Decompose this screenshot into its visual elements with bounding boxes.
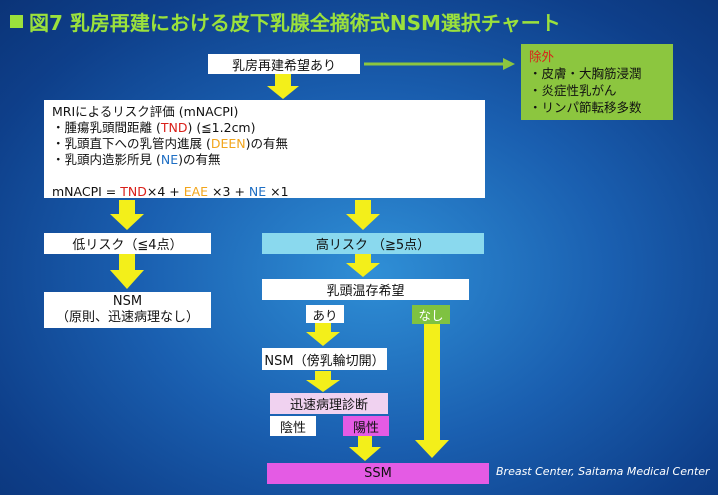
mri-evaluation-box: MRIによるリスク評価 (mNACPI) ・腫瘍乳頭間距離 (TND) (≦1.… — [44, 100, 485, 199]
arrow-nsm-to-path — [306, 371, 340, 392]
code-tnd: TND — [160, 120, 188, 135]
nsm-low-line2: （原則、迅速病理なし） — [55, 310, 199, 325]
positive-label: 陽性 — [343, 416, 389, 436]
mri-heading: MRIによるリスク評価 (mNACPI) — [52, 104, 239, 119]
rapid-pathology-node: 迅速病理診断 — [270, 393, 388, 414]
yes-label: あり — [306, 305, 344, 323]
nsm-low-risk-node: NSM （原則、迅速病理なし） — [44, 292, 211, 328]
mri-criterion-tnd: ・腫瘍乳頭間距離 (TND) (≦1.2cm) — [52, 120, 256, 135]
exclusion-heading: 除外 — [529, 49, 555, 64]
low-risk-node: 低リスク（≦4点） — [44, 233, 211, 254]
arrow-mri-to-high — [346, 200, 380, 230]
arrow-to-exclusion — [364, 58, 515, 70]
exclusion-item: ・皮膚・大胸筋浸潤 — [529, 66, 642, 81]
ssm-node: SSM — [267, 463, 489, 484]
mnacpi-formula: mNACPI = TND×4 + EAE ×3 + NE ×1 — [52, 184, 289, 199]
mri-criterion-deen: ・乳頭直下への乳管内進展 (DEEN)の有無 — [52, 136, 289, 151]
arrow-positive-to-ssm — [349, 436, 381, 461]
no-label: なし — [412, 305, 450, 324]
exclusion-item: ・炎症性乳がん — [529, 83, 617, 98]
credit-text: Breast Center, Saitama Medical Center — [496, 465, 710, 478]
exclusion-box: 除外 ・皮膚・大胸筋浸潤 ・炎症性乳がん ・リンパ節転移多数 — [521, 44, 673, 120]
mri-criterion-ne: ・乳頭内造影所見 (NE)の有無 — [52, 152, 221, 167]
nipple-preserve-node: 乳頭温存希望 — [262, 279, 469, 300]
arrow-mri-to-low — [110, 200, 144, 230]
chart-title: 図7 乳房再建における皮下乳腺全摘術式NSM選択チャート — [10, 6, 561, 36]
exclusion-item: ・リンパ節転移多数 — [529, 100, 642, 115]
title-square-icon — [10, 14, 23, 28]
negative-label: 陰性 — [270, 416, 316, 436]
arrow-high-to-preserve — [346, 254, 380, 277]
arrow-low-to-nsm — [110, 254, 144, 289]
nsm-low-line1: NSM — [112, 294, 143, 309]
high-risk-node: 高リスク （≧5点） — [262, 233, 484, 254]
nsm-periareolar-node: NSM（傍乳輪切開） — [262, 348, 387, 370]
arrow-start-to-mri — [267, 74, 299, 99]
chart-title-text: 図7 乳房再建における皮下乳腺全摘術式NSM選択チャート — [29, 10, 561, 35]
start-node: 乳房再建希望あり — [208, 54, 360, 74]
arrow-yes-to-nsm — [306, 322, 340, 346]
arrow-no-to-ssm — [415, 324, 449, 458]
start-node-text: 乳房再建希望あり — [231, 58, 336, 74]
code-ne: NE — [160, 152, 179, 167]
code-deen: DEEN — [210, 136, 246, 151]
